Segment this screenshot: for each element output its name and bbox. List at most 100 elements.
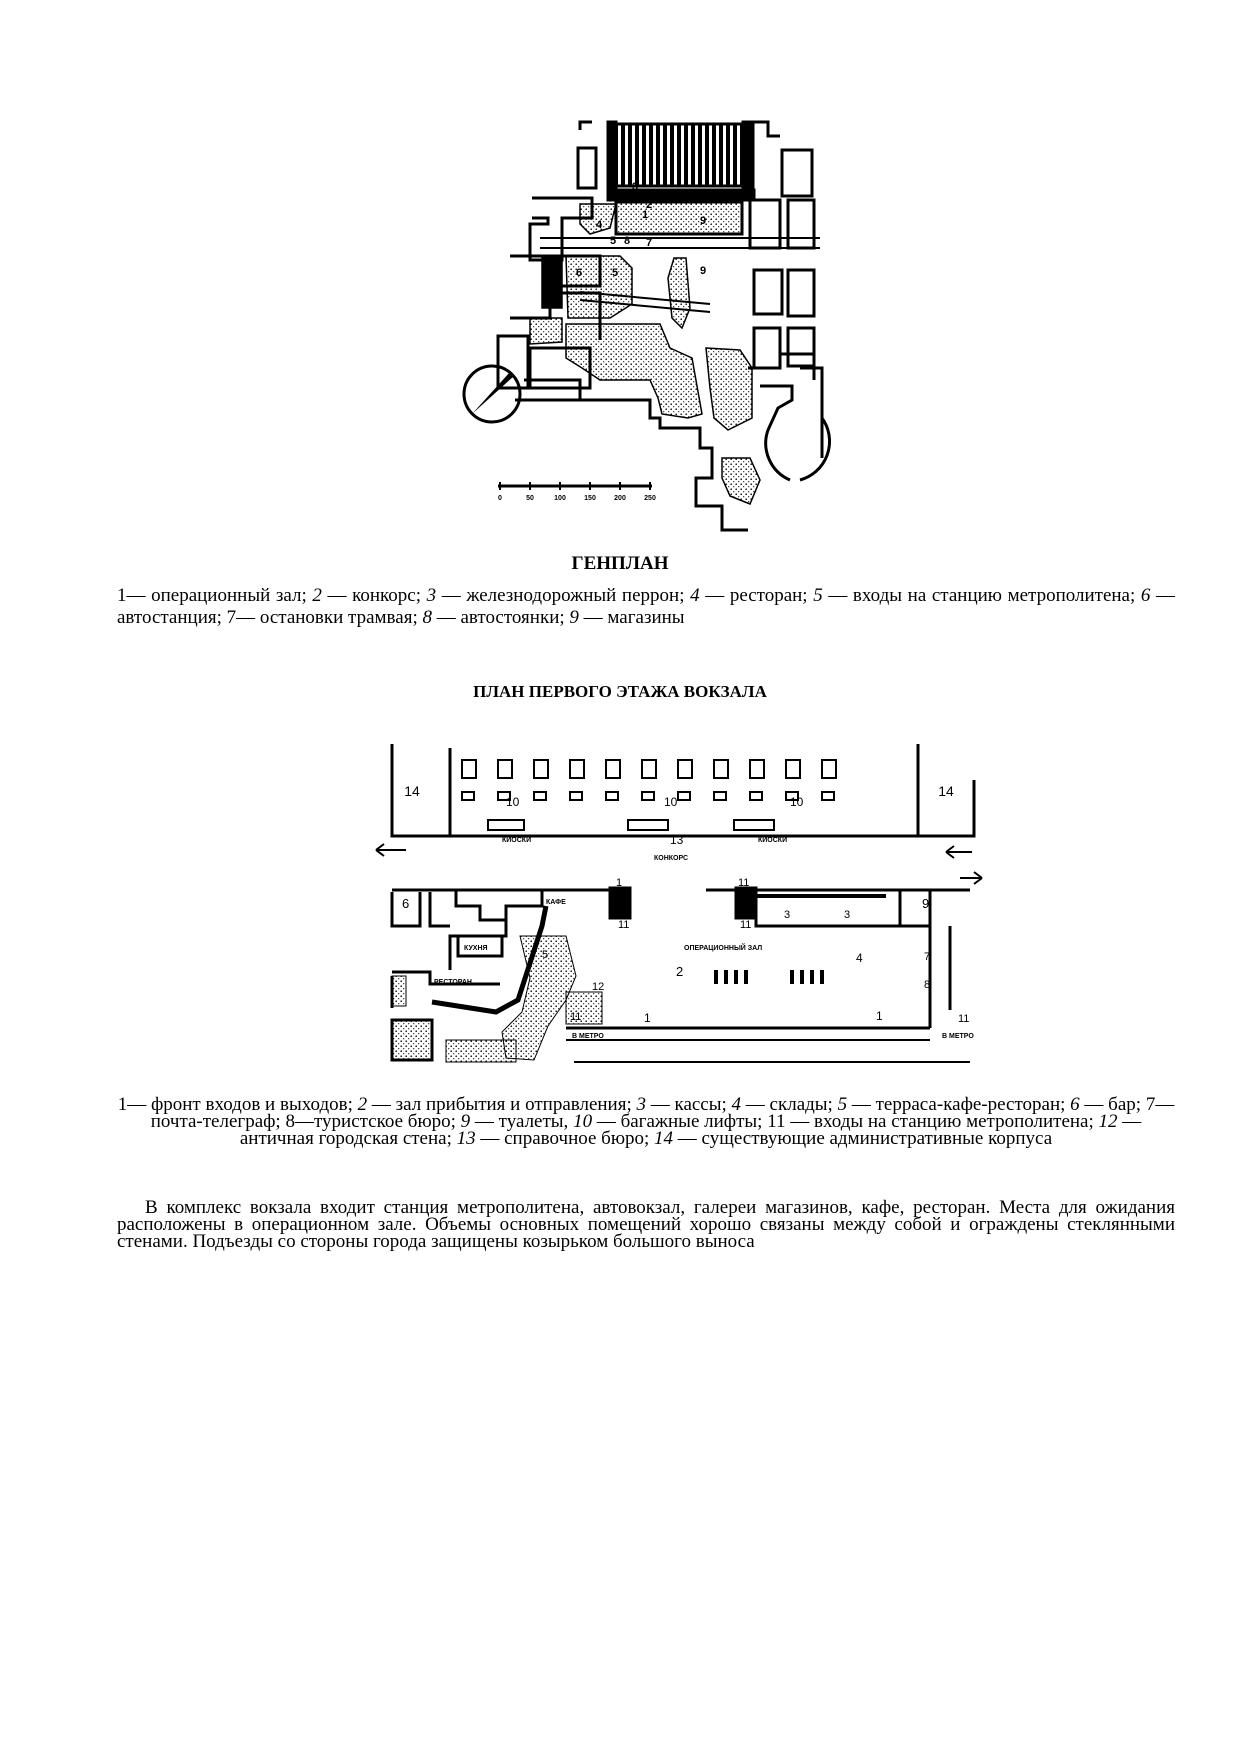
legend-number: 6 [1140,585,1151,606]
scale-label: 150 [584,495,596,502]
kitchen-label: КУХНЯ [464,945,488,952]
genplan-label-9b: 9 [700,265,706,277]
legend-number: 3 [426,585,437,606]
kiosks-label: КИОСКИ [502,837,531,844]
label-10: 10 [506,795,520,809]
legend-number: 8 [422,607,432,628]
restaurant-label: РЕСТОРАН [434,979,472,986]
legend-text: — остановки трамвая; [236,607,423,628]
label-14-right: 14 [938,783,954,799]
legend-text: — бар; [1079,1094,1146,1115]
legend-number: 12 [1098,1111,1118,1132]
legend-number: 2 [357,1094,368,1115]
legend-text: — туалеты, [470,1111,574,1132]
genplan-label-3: 3 [632,181,638,193]
legend-number: 3 [636,1094,647,1115]
legend-text: — кассы; [646,1094,732,1115]
label-6: 6 [402,896,409,911]
legend-text: — зал прибытия и отправления; [367,1094,637,1115]
legend-number: 4 [690,585,700,606]
genplan-label-8: 8 [624,235,630,247]
label-1: 1 [616,877,622,889]
genplan-drawing: 3 2 1 4 5 8 5 6 7 9 9 [496,120,832,532]
legend-number: 5 [837,1094,848,1115]
floor-plan-caption: 1— фронт входов и выходов; 2 — зал прибы… [117,1094,1175,1149]
legend-number: 1 [117,1094,128,1115]
scale-label: 200 [614,495,626,502]
label-5: 5 [542,949,548,961]
label-9: 9 [922,896,929,911]
concourse-label: КОНКОРС [654,855,688,862]
legend-text: — автостоянки; [431,607,570,628]
label-11: 11 [618,919,629,931]
legend-number: 7 [226,607,237,628]
genplan-label-1: 1 [642,209,648,221]
label-4: 4 [856,951,863,965]
legend-text: — справочное бюро; [475,1128,655,1149]
legend-text: — магазины [578,607,685,628]
floor-plan-figure: 14 14 10 10 10 КИОСКИ КИОСКИ 13 КОНКОРС … [370,740,990,1076]
legend-number: 1 [117,585,127,606]
genplan-scale-bar: 0 50 100 150 200 250 [496,480,656,504]
label-3: 3 [784,909,790,921]
label-11: 11 [738,877,749,889]
legend-text: — багажные лифты; [592,1111,768,1132]
to-metro-label: В МЕТРО [942,1033,974,1040]
label-11: 11 [740,919,751,931]
legend-number: 10 [573,1111,593,1132]
legend-text: — существующие административные корпуса [673,1128,1053,1149]
legend-number: 13 [456,1128,476,1149]
label-12: 12 [592,981,604,993]
label-11: 11 [570,1011,581,1023]
legend-number: 4 [731,1094,742,1115]
label-14-left: 14 [404,783,420,799]
scale-label: 0 [498,495,502,502]
genplan-figure: 3 2 1 4 5 8 5 6 7 9 9 [460,118,840,538]
genplan-label-5a: 5 [610,235,616,247]
legend-number: 7 [1145,1094,1156,1115]
label-1: 1 [644,1011,651,1025]
baggage-lifts [461,759,837,831]
legend-text: — автостанция; [117,585,1175,628]
label-3: 3 [844,909,850,921]
label-1: 1 [876,1009,883,1023]
north-arrow-icon [460,362,524,426]
legend-text: — фронт входов и выходов; [127,1094,358,1115]
genplan-label-6: 6 [576,267,582,279]
legend-text: — склады; [741,1094,838,1115]
legend-text: — железнодорожный перрон; [436,585,691,606]
legend-text: — входы на станцию метрополитена; [785,1111,1099,1132]
scale-label: 50 [526,495,534,502]
label-7: 7 [924,951,930,963]
scale-label: 250 [644,495,656,502]
floor-plan-title: ПЛАН ПЕРВОГО ЭТАЖА ВОКЗАЛА [473,682,767,701]
label-10: 10 [664,795,678,809]
legend-text: — конкорс; [321,585,427,606]
cafe-label: КАФЕ [546,899,566,906]
kiosks-label: КИОСКИ [758,837,787,844]
genplan-label-4: 4 [596,219,603,231]
label-13: 13 [670,833,684,847]
legend-text: — операционный зал; [126,585,313,606]
label-11: 11 [958,1013,969,1025]
legend-number: 8 [285,1111,295,1132]
to-metro-label: В МЕТРО [572,1033,604,1040]
legend-number: 14 [654,1128,674,1149]
legend-text: — ресторан; [699,585,814,606]
genplan-label-5b: 5 [612,267,618,279]
label-10: 10 [790,795,804,809]
label-8: 8 [924,979,930,991]
legend-number: 6 [1070,1094,1080,1115]
label-2: 2 [676,964,683,979]
legend-text: — терраса-кафе-ресторан; [847,1094,1071,1115]
legend-text: — почта-телеграф; [150,1094,1175,1132]
floor-plan-drawing: 14 14 10 10 10 КИОСКИ КИОСКИ 13 КОНКОРС … [375,744,983,1063]
description-paragraph: В комплекс вокзала входит станция метроп… [117,1197,1175,1252]
genplan-label-7: 7 [646,237,652,249]
legend-text: — античная городская стена; [239,1111,1142,1149]
scale-label: 100 [554,495,566,502]
legend-text: —туристское бюро; [294,1111,461,1132]
legend-number: 2 [312,585,322,606]
genplan-label-2: 2 [646,199,652,211]
legend-number: 9 [460,1111,471,1132]
